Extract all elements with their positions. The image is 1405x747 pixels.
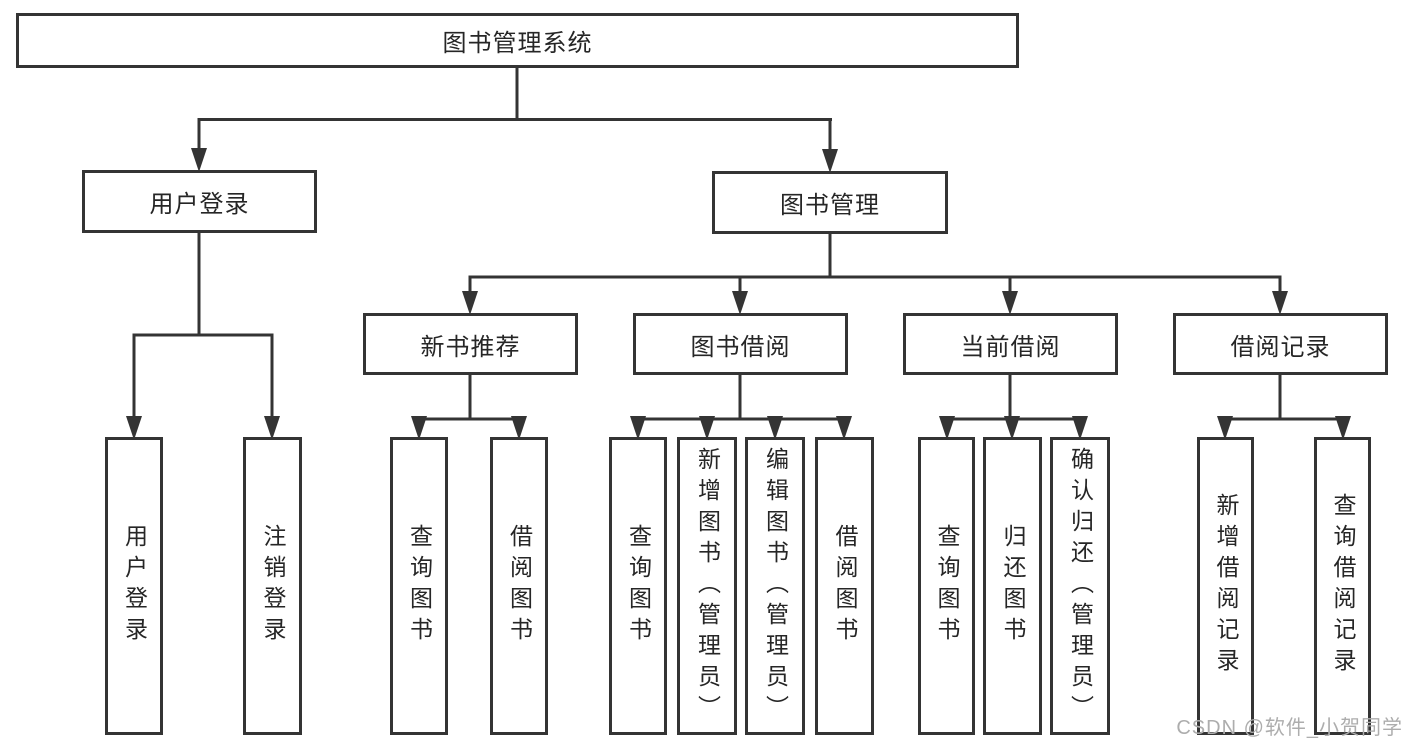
leaf-logout: 注销登录 (243, 437, 302, 735)
node-new-book-recommend-label: 新书推荐 (420, 334, 521, 361)
leaf-borrowing-edit-books-admin: 编辑图书（管理员） (745, 437, 805, 735)
leaf-borrowing-edit-books-admin-label: 编辑图书（管理员） (762, 446, 788, 726)
leaf-records-query-record-label: 查询借阅记录 (1330, 493, 1355, 679)
leaf-newbook-borrow-books: 借阅图书 (490, 437, 548, 735)
leaf-user-login-label: 用户登录 (121, 524, 147, 648)
node-user-login: 用户登录 (82, 170, 317, 233)
leaf-current-return-books: 归还图书 (983, 437, 1042, 735)
leaf-newbook-query-books: 查询图书 (390, 437, 448, 735)
node-book-borrowing-label: 图书借阅 (690, 334, 791, 361)
leaf-borrowing-query-books-label: 查询图书 (625, 524, 651, 648)
leaf-borrowing-add-books-admin-label: 新增图书（管理员） (694, 446, 720, 726)
leaf-current-confirm-return-admin: 确认归还（管理员） (1050, 437, 1110, 735)
leaf-borrowing-borrow-books: 借阅图书 (815, 437, 874, 735)
node-borrowing-records: 借阅记录 (1173, 313, 1388, 375)
node-borrowing-records-label: 借阅记录 (1230, 334, 1331, 361)
leaf-current-confirm-return-admin-label: 确认归还（管理员） (1067, 446, 1093, 726)
leaf-newbook-borrow-books-label: 借阅图书 (506, 524, 532, 648)
node-book-management: 图书管理 (712, 171, 948, 234)
node-user-login-label: 用户登录 (149, 192, 250, 218)
leaf-records-add-record: 新增借阅记录 (1197, 437, 1254, 735)
leaf-records-add-record-label: 新增借阅记录 (1213, 493, 1238, 679)
leaf-newbook-query-books-label: 查询图书 (406, 524, 432, 648)
leaf-borrowing-borrow-books-label: 借阅图书 (832, 524, 857, 648)
node-root-label: 图书管理系统 (442, 31, 593, 57)
node-current-borrowing-label: 当前借阅 (960, 334, 1061, 361)
leaf-current-query-books: 查询图书 (918, 437, 975, 735)
csdn-watermark: CSDN @软件_小贺同学 (1176, 717, 1403, 739)
leaf-records-query-record: 查询借阅记录 (1314, 437, 1371, 735)
node-root: 图书管理系统 (16, 13, 1019, 68)
leaf-borrowing-add-books-admin: 新增图书（管理员） (677, 437, 737, 735)
leaf-logout-label: 注销登录 (260, 524, 285, 648)
arrow-down-heads (126, 148, 1351, 440)
node-current-borrowing: 当前借阅 (903, 313, 1118, 375)
leaf-user-login: 用户登录 (105, 437, 163, 735)
node-new-book-recommend: 新书推荐 (363, 313, 578, 375)
node-book-borrowing: 图书借阅 (633, 313, 848, 375)
node-book-management-label: 图书管理 (780, 193, 880, 219)
leaf-current-query-books-label: 查询图书 (934, 524, 959, 648)
leaf-current-return-books-label: 归还图书 (1000, 524, 1025, 648)
leaf-borrowing-query-books: 查询图书 (609, 437, 667, 735)
